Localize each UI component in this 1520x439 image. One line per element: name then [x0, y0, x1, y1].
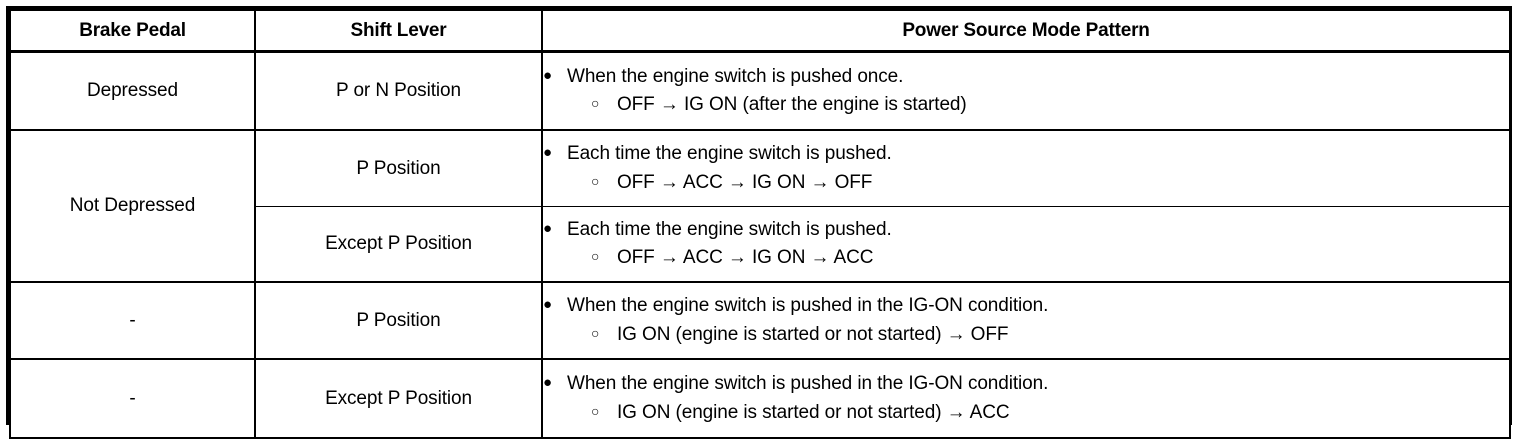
- cell-power-source-mode-pattern: ● Each time the engine switch is pushed.…: [541, 129, 1511, 207]
- mode-sub-text: OFF → IG ON (after the engine is started…: [617, 94, 967, 115]
- mode-bullet-text: Each time the engine switch is pushed.: [567, 218, 892, 240]
- cell-power-source-mode-pattern: ● Each time the engine switch is pushed.…: [541, 206, 1511, 283]
- table-row: Not Depressed P Position ● Each time the…: [9, 129, 1511, 283]
- cell-shift-lever: P Position: [254, 129, 543, 207]
- mode-sub-line: ○ OFF → ACC → IG ON → ACC: [543, 246, 1509, 270]
- mode-bullet-line: ● When the engine switch is pushed in th…: [543, 294, 1509, 318]
- mode-sub-line: ○ OFF → IG ON (after the engine is start…: [543, 93, 1509, 117]
- filled-bullet-icon: ●: [543, 144, 552, 162]
- column-header-brake-pedal: Brake Pedal: [9, 9, 256, 53]
- cell-power-source-mode-pattern: ● When the engine switch is pushed in th…: [541, 358, 1511, 439]
- filled-bullet-icon: ●: [543, 296, 552, 314]
- mode-sub-line: ○ IG ON (engine is started or not starte…: [543, 401, 1509, 425]
- hollow-bullet-icon: ○: [591, 324, 600, 341]
- table-row: Depressed P or N Position ● When the eng…: [9, 50, 1511, 131]
- mode-bullet-text: When the engine switch is pushed once.: [567, 65, 904, 87]
- mode-bullet-line: ● Each time the engine switch is pushed.: [543, 142, 1509, 166]
- cell-brake-pedal: Depressed: [9, 50, 256, 131]
- column-header-shift-lever: Shift Lever: [254, 9, 543, 53]
- table-header-row: Brake Pedal Shift Lever Power Source Mod…: [9, 9, 1511, 53]
- power-source-mode-table-container: Brake Pedal Shift Lever Power Source Mod…: [6, 6, 1512, 439]
- cell-shift-lever: P Position: [254, 281, 543, 360]
- column-header-power-source-mode-pattern: Power Source Mode Pattern: [541, 9, 1511, 53]
- filled-bullet-icon: ●: [543, 219, 552, 237]
- mode-bullet-text: Each time the engine switch is pushed.: [567, 143, 892, 165]
- mode-bullet-text: When the engine switch is pushed in the …: [567, 373, 1049, 395]
- hollow-bullet-icon: ○: [591, 402, 600, 419]
- hollow-bullet-icon: ○: [591, 172, 600, 189]
- mode-bullet-line: ● Each time the engine switch is pushed.: [543, 218, 1509, 242]
- mode-bullet-line: ● When the engine switch is pushed in th…: [543, 372, 1509, 396]
- power-source-mode-table: Brake Pedal Shift Lever Power Source Mod…: [9, 9, 1511, 439]
- cell-shift-lever: Except P Position: [254, 206, 543, 283]
- mode-sub-text: IG ON (engine is started or not started)…: [617, 401, 1010, 423]
- mode-bullet-line: ● When the engine switch is pushed once.: [543, 65, 1509, 89]
- table-row: - Except P Position ● When the engine sw…: [9, 358, 1511, 439]
- cell-power-source-mode-pattern: ● When the engine switch is pushed once.…: [541, 50, 1511, 131]
- filled-bullet-icon: ●: [543, 374, 552, 392]
- hollow-bullet-icon: ○: [591, 248, 600, 264]
- mode-sub-text: OFF → ACC → IG ON → OFF: [617, 171, 873, 193]
- cell-brake-pedal: -: [9, 358, 256, 439]
- cell-shift-lever: P or N Position: [254, 50, 543, 131]
- cell-power-source-mode-pattern: ● When the engine switch is pushed in th…: [541, 281, 1511, 360]
- cell-shift-lever: Except P Position: [254, 358, 543, 439]
- table-row: - P Position ● When the engine switch is…: [9, 281, 1511, 360]
- mode-bullet-text: When the engine switch is pushed in the …: [567, 295, 1049, 317]
- filled-bullet-icon: ●: [543, 66, 552, 84]
- mode-sub-text: IG ON (engine is started or not started)…: [617, 323, 1009, 345]
- mode-sub-line: ○ OFF → ACC → IG ON → OFF: [543, 171, 1509, 195]
- mode-sub-text: OFF → ACC → IG ON → ACC: [617, 247, 874, 268]
- cell-brake-pedal: -: [9, 281, 256, 360]
- table-row: Except P Position ● Each time the engine…: [10, 206, 1511, 283]
- cell-brake-pedal: Not Depressed: [9, 129, 256, 283]
- hollow-bullet-icon: ○: [591, 95, 600, 111]
- mode-sub-line: ○ IG ON (engine is started or not starte…: [543, 323, 1509, 347]
